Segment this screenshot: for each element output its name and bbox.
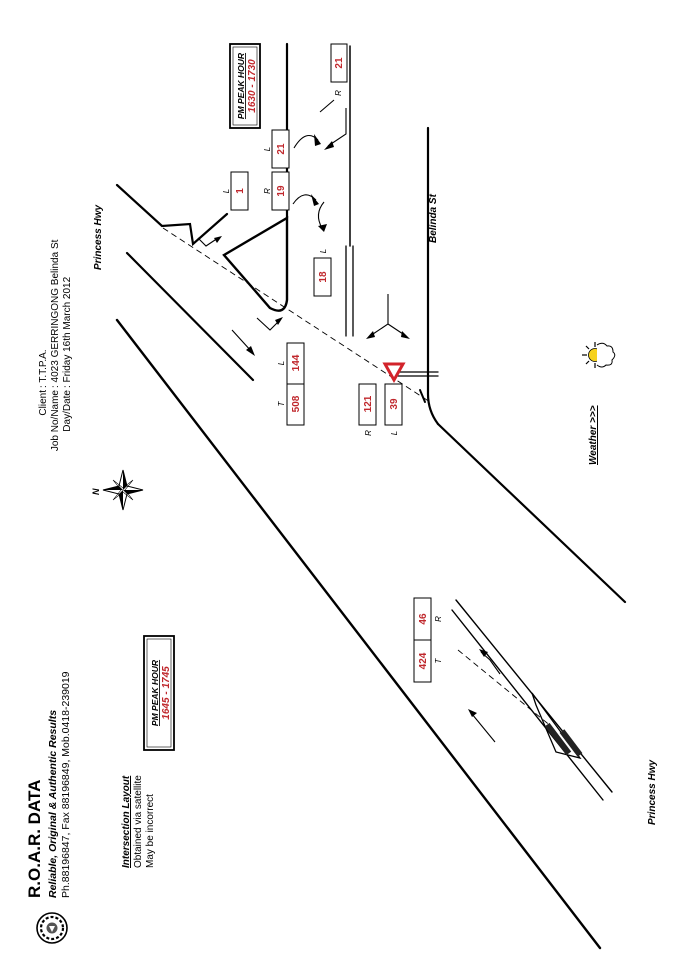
date-label: Day/Date <box>62 390 73 432</box>
count-value: 39 <box>389 398 400 410</box>
hwy-east-edge-lower <box>436 422 627 604</box>
count-value: 21 <box>334 57 345 69</box>
layout-note-line1: Obtained via satellite <box>133 775 144 868</box>
client-label: Client <box>38 390 49 416</box>
peak-hour-box-left: PM PEAK HOUR 1645 - 1745 <box>143 635 175 751</box>
triangle-island <box>222 215 289 312</box>
job-value: : 4023 GERRINGONG Belinda St <box>50 239 61 388</box>
job-info: Client : T.T.P.A. Job No/Name : 4023 GER… <box>38 239 73 451</box>
count-value: 508 <box>291 395 302 412</box>
count-box-inner-left: 18 L <box>313 249 332 297</box>
logo-badge-icon <box>36 912 68 944</box>
north-road-boundary <box>115 183 229 247</box>
count-box-mid-left: 21 L <box>263 129 290 169</box>
count-label: L <box>319 249 328 253</box>
compass-rose-icon <box>102 469 144 511</box>
hwy-east-edge <box>419 389 426 403</box>
south-slip-road <box>451 599 613 801</box>
hwy-lane-dash-north <box>162 227 431 403</box>
count-label: L <box>222 189 231 193</box>
count-label: R <box>434 616 443 622</box>
count-label: R <box>364 430 373 436</box>
arrow-north-left-turn <box>197 236 222 247</box>
job-label: Job No/Name <box>50 390 61 452</box>
movement-arrows <box>197 99 501 743</box>
company-tagline: Reliable, Original & Authentic Results <box>47 710 59 898</box>
count-value: 121 <box>363 395 374 412</box>
peak-hour-time-right: 1630 - 1730 <box>247 59 258 113</box>
count-box-north-left: 1 L <box>222 171 249 211</box>
arrow-south-northwest <box>468 709 496 743</box>
south-median-bar-1 <box>544 722 572 756</box>
count-box-mid-right: 19 R <box>263 171 290 211</box>
give-way-sign-icon <box>382 362 406 384</box>
count-box-hwy-left: 144 L <box>277 342 305 385</box>
count-value: 46 <box>418 613 429 625</box>
hwy-west-edge <box>115 318 602 950</box>
road-label-princess-hwy-top: Princess Hwy <box>93 205 104 270</box>
count-label: L <box>263 147 272 151</box>
peak-hour-box-right: PM PEAK HOUR 1630 - 1730 <box>229 43 261 129</box>
hwy-lane-dash-south <box>457 649 553 728</box>
count-box-top-right: 21 R <box>330 43 348 96</box>
road-network <box>115 42 627 950</box>
count-value: 144 <box>291 354 302 371</box>
count-box-belinda-left: 39 L <box>384 383 403 435</box>
arrow-island-exit <box>256 317 283 331</box>
peak-hour-title-left: PM PEAK HOUR <box>150 659 160 726</box>
date-value: : Friday 16th March 2012 <box>62 276 73 388</box>
count-value: 1 <box>235 188 246 194</box>
road-label-princess-hwy-bottom: Princess Hwy <box>647 760 658 825</box>
count-value: 21 <box>276 143 287 155</box>
hwy-median-line <box>125 251 255 382</box>
arrow-top-down <box>319 99 335 113</box>
hwy-east-edge-south <box>426 126 440 426</box>
count-box-south-through: 424 T <box>413 639 443 683</box>
sun-cloud-icon <box>582 342 616 368</box>
count-label: R <box>334 90 343 96</box>
peak-hour-time-left: 1645 - 1745 <box>161 666 172 720</box>
count-label: T <box>277 400 286 406</box>
count-label: L <box>277 361 286 365</box>
arrow-hwy-southbound <box>231 329 255 356</box>
company-name: R.O.A.R. DATA <box>25 780 44 898</box>
arrow-inner-left <box>317 201 327 232</box>
arrow-mid-left <box>293 134 321 149</box>
layout-note-line2: May be incorrect <box>145 794 156 868</box>
arrow-belinda-split <box>366 294 410 339</box>
count-box-south-right: 46 R <box>413 597 443 641</box>
count-label: L <box>390 431 399 435</box>
arrow-mid-right <box>292 194 319 206</box>
south-median-bar-2 <box>559 729 583 757</box>
count-label: R <box>263 188 272 194</box>
arrow-top-right <box>324 108 347 150</box>
peak-hour-title-right: PM PEAK HOUR <box>236 52 246 119</box>
count-value: 424 <box>418 652 429 669</box>
count-value: 19 <box>276 185 287 197</box>
count-box-belinda-right: 121 R <box>358 383 377 436</box>
client-value: : T.T.P.A. <box>38 349 49 388</box>
count-value: 18 <box>318 271 329 283</box>
count-box-hwy-through: 508 T <box>277 383 305 426</box>
company-contact: Ph.88196847, Fax 88196849, Mob.0418-2390… <box>60 671 72 898</box>
compass-north-label: N <box>91 488 101 495</box>
weather-label: Weather >>> <box>588 405 599 465</box>
road-label-belinda-st: Belinda St <box>428 193 439 243</box>
count-label: T <box>434 657 443 663</box>
arrow-south-northbound <box>479 649 501 675</box>
layout-note-title: Intersection Layout <box>121 775 132 868</box>
